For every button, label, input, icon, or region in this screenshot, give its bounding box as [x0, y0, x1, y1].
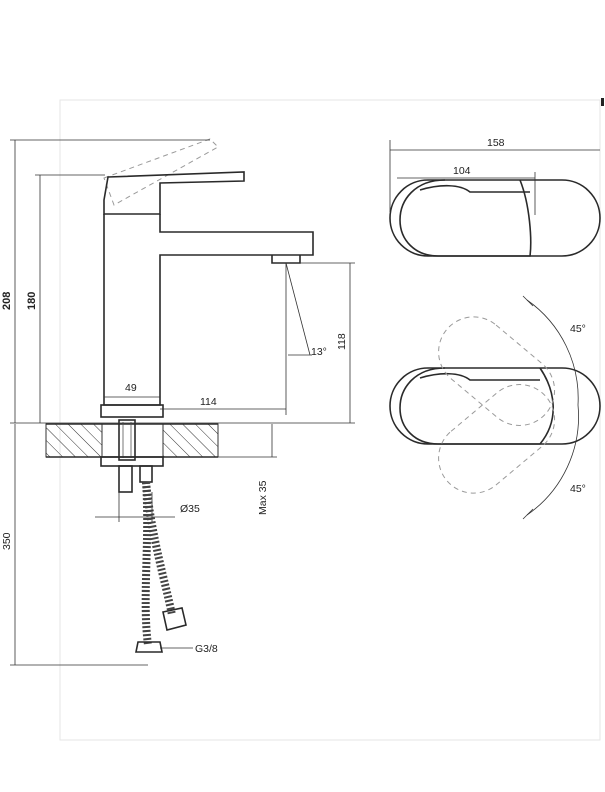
fitting-right: [162, 607, 187, 631]
dim-lever-length: 104: [453, 165, 471, 177]
dim-spout-reach: 114: [200, 396, 217, 408]
lever-ghost: [103, 138, 219, 206]
base-ring: [100, 404, 164, 418]
lever: [103, 171, 245, 215]
faint-frame: [59, 99, 601, 741]
dim-rotation-top: 45°: [570, 323, 586, 335]
mounting-nut: [100, 456, 164, 467]
dim-rotation-bottom: 45°: [570, 483, 586, 495]
countertop: [45, 423, 219, 458]
dim-hole-diameter: Ø35: [180, 503, 200, 515]
dim-total-height: 208: [1, 292, 13, 310]
dim-spout-angle: 13°: [311, 346, 327, 358]
top-view-lever: [389, 179, 601, 257]
top-view-rotation: [389, 316, 601, 494]
faucet-body: [103, 214, 314, 406]
dim-body-width: 49: [125, 382, 137, 394]
aerator: [271, 255, 301, 264]
mounting-assembly: [100, 419, 187, 653]
corner-mark: [601, 98, 604, 106]
dim-thread: G3/8: [195, 643, 218, 655]
rotation-arcs: [522, 295, 579, 520]
hose-right: [142, 481, 176, 616]
fitting-left: [135, 641, 163, 653]
dimension-lines: [10, 139, 355, 666]
dim-hose-length: 350: [1, 532, 13, 550]
dim-max-thickness: Max 35: [257, 480, 269, 515]
faucet-side-view: [100, 138, 314, 418]
top-view-dimensions: [389, 140, 600, 215]
dim-spout-height: 180: [26, 292, 38, 310]
dim-aerator-height: 118: [336, 333, 348, 350]
dim-overall-length: 158: [487, 137, 505, 149]
